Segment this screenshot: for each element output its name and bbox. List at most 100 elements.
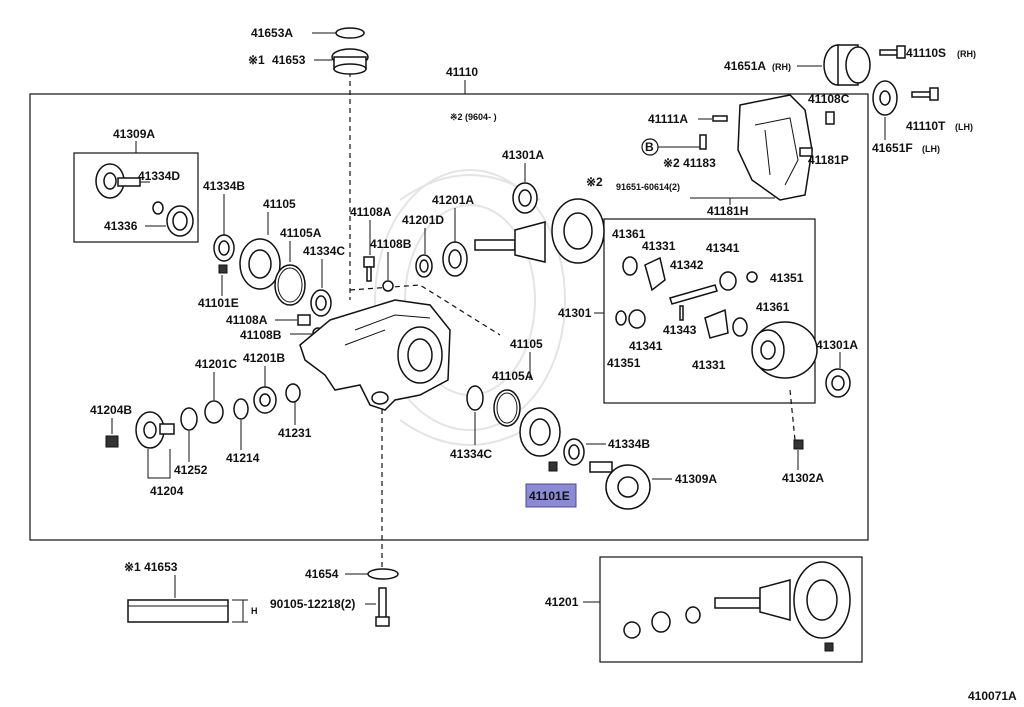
part-41653-cushion[interactable] [127, 599, 229, 623]
part-41336[interactable] [166, 205, 194, 237]
part-41111A-pin[interactable] [712, 115, 728, 122]
label-90105-12218[interactable]: 90105-12218(2) [270, 597, 355, 611]
label-41651A[interactable]: 41651A [724, 59, 766, 73]
part-41201-bearing-a[interactable] [651, 611, 671, 633]
part-41252-washer[interactable] [180, 407, 198, 431]
part-41331-gear-a[interactable] [644, 256, 666, 292]
part-41301A-bearing-top[interactable] [512, 182, 538, 214]
label-41110T[interactable]: 41110T [906, 119, 946, 133]
part-diff-case[interactable] [751, 321, 818, 379]
label-41334C-top[interactable]: 41334C [303, 244, 345, 258]
label-41108A-top[interactable]: 41108A [350, 205, 392, 219]
label-41334B-left[interactable]: 41334B [203, 179, 245, 193]
label-41309A-right[interactable]: 41309A [675, 472, 717, 486]
label-41361-b[interactable]: 41361 [756, 300, 790, 314]
label-41341-a[interactable]: 41341 [706, 241, 740, 255]
label-41108B-mid[interactable]: 41108B [240, 328, 282, 342]
part-41651F-LH[interactable] [872, 80, 898, 116]
part-41101E-bolt-mid[interactable] [548, 461, 558, 472]
part-41201D-spacer[interactable] [415, 254, 433, 278]
part-41181H-cover[interactable] [737, 94, 813, 201]
label-41351-a[interactable]: 41351 [770, 271, 804, 285]
part-41201-pinion[interactable] [714, 579, 791, 621]
part-41105-retainer-top[interactable] [239, 238, 281, 290]
part-41108B-gasket-top[interactable] [382, 280, 394, 292]
part-41654-washer[interactable] [367, 568, 399, 580]
label-41111A[interactable]: 41111A [648, 112, 688, 126]
part-41334D[interactable] [152, 201, 164, 215]
highlight-41101E[interactable] [525, 483, 577, 508]
part-41653-mount[interactable] [331, 48, 369, 75]
part-41201-nut[interactable] [623, 621, 641, 639]
part-41201A-bearing[interactable] [442, 241, 468, 277]
part-41108C-breather[interactable] [825, 111, 835, 125]
part-41653A[interactable] [335, 27, 365, 39]
label-41351-b[interactable]: 41351 [607, 356, 641, 370]
label-41105A-top[interactable]: 41105A [280, 226, 322, 240]
label-41331-a[interactable]: 41331 [642, 239, 676, 253]
part-41342-shaft[interactable] [669, 284, 718, 305]
label-41651F[interactable]: 41651F [872, 141, 913, 155]
part-41351-washer-a[interactable] [746, 271, 758, 283]
part-41334C-seal-mid[interactable] [466, 385, 484, 411]
label-41181P[interactable]: 41181P [808, 153, 849, 167]
part-41309A-flange-left[interactable] [95, 163, 141, 199]
part-41214-spacer[interactable] [233, 398, 249, 420]
label-41334B-mid[interactable]: 41334B [608, 437, 650, 451]
part-41108A-plug-mid[interactable] [297, 314, 311, 326]
part-90105-bolt[interactable] [375, 587, 390, 627]
label-41181H[interactable]: 41181H [707, 204, 748, 218]
label-41653[interactable]: 41653 [272, 53, 306, 67]
label-41653A[interactable]: 41653A [251, 26, 293, 40]
part-41204-flange[interactable] [135, 411, 175, 449]
part-41361-washer-a[interactable] [622, 256, 638, 276]
part-41108A-plug-top[interactable] [363, 256, 375, 282]
label-41302A[interactable]: 41302A [782, 471, 824, 485]
part-41334C-seal-top[interactable] [310, 289, 332, 317]
label-41654[interactable]: 41654 [305, 567, 339, 581]
part-41110T-bolt[interactable] [911, 87, 939, 101]
label-41201D[interactable]: 41201D [402, 213, 444, 227]
label-41204B[interactable]: 41204B [90, 403, 132, 417]
part-41183-gasket[interactable] [699, 134, 707, 150]
part-41651A-RH[interactable] [823, 44, 871, 86]
label-41110[interactable]: 41110 [446, 65, 478, 79]
label-41108B-top[interactable]: 41108B [370, 237, 412, 251]
label-41653-bottom[interactable]: ※1 41653 [124, 560, 178, 574]
label-41105A-mid[interactable]: 41105A [492, 369, 534, 383]
part-41105-retainer-mid[interactable] [519, 407, 561, 457]
label-41301A-top[interactable]: 41301A [502, 148, 544, 162]
part-41110-carrier-housing[interactable] [299, 299, 451, 411]
part-41341-pinion-a[interactable] [719, 271, 737, 291]
label-41201A-top[interactable]: 41201A [432, 193, 474, 207]
label-41252[interactable]: 41252 [174, 463, 208, 477]
label-41334D[interactable]: 41334D [138, 169, 180, 183]
part-ring-gear-top[interactable] [551, 198, 605, 264]
label-41108A-mid[interactable]: 41108A [226, 313, 268, 327]
label-41201C[interactable]: 41201C [195, 357, 237, 371]
label-41108C[interactable]: 41108C [808, 92, 850, 106]
part-41361-washer-b[interactable] [732, 317, 748, 337]
label-41361-a[interactable]: 41361 [612, 227, 646, 241]
part-41301A-bearing-right[interactable] [825, 368, 851, 398]
part-41231-shim[interactable] [285, 383, 301, 403]
part-41309A-flange-right[interactable] [589, 461, 651, 510]
label-41342[interactable]: 41342 [670, 258, 704, 272]
label-41341-b[interactable]: 41341 [629, 339, 663, 353]
label-41183[interactable]: ※2 41183 [663, 156, 716, 170]
part-41201-washer[interactable] [685, 606, 701, 624]
part-41110S-bolt[interactable] [879, 45, 906, 59]
label-41343[interactable]: 41343 [663, 323, 697, 337]
label-41201B[interactable]: 41201B [243, 351, 285, 365]
part-41334B-seal-mid[interactable] [563, 438, 585, 466]
part-41105A-oring-top[interactable] [274, 264, 306, 306]
part-41331-gear-b[interactable] [704, 308, 729, 339]
part-41334B-seal-left[interactable] [213, 234, 235, 262]
part-41105A-oring-mid[interactable] [493, 389, 521, 427]
part-41101E-top[interactable] [218, 264, 228, 274]
part-41201B-bearing[interactable] [253, 386, 277, 414]
label-41201-bottom[interactable]: 41201 [545, 595, 579, 609]
label-41231[interactable]: 41231 [278, 426, 312, 440]
label-41204[interactable]: 41204 [150, 484, 184, 498]
part-41341-pinion-b[interactable] [628, 309, 646, 329]
